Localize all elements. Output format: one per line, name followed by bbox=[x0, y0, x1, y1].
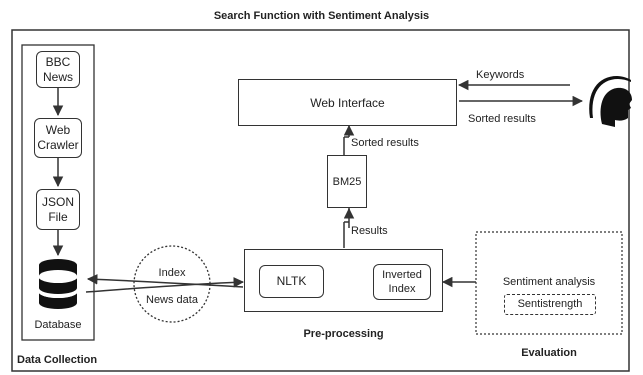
evaluation-panel bbox=[475, 231, 623, 335]
nltk-node: NLTK bbox=[259, 265, 324, 298]
data-collection-panel bbox=[21, 44, 95, 341]
web-interface-node: Web Interface bbox=[238, 79, 457, 126]
news-data-label: News data bbox=[146, 294, 198, 306]
database-icon bbox=[38, 259, 78, 309]
bm25-node: BM25 bbox=[327, 155, 367, 208]
sentiment-analysis-label: Sentiment analysis bbox=[502, 276, 596, 288]
index-label: Index bbox=[158, 267, 186, 279]
sorted-results-right-label: Sorted results bbox=[468, 113, 536, 125]
database-label: Database bbox=[34, 319, 82, 331]
preprocessing-caption: Pre-processing bbox=[303, 328, 384, 340]
sorted-results-up-label: Sorted results bbox=[351, 137, 419, 149]
keywords-label: Keywords bbox=[476, 69, 525, 81]
arrow-db-to-preprocessing bbox=[85, 277, 245, 293]
data-collection-caption: Data Collection bbox=[17, 354, 98, 366]
sentistrength-node: Sentistrength bbox=[504, 294, 596, 315]
results-label: Results bbox=[351, 225, 388, 237]
user-head-icon bbox=[589, 76, 632, 127]
web-crawler-node: Web Crawler bbox=[34, 118, 82, 158]
json-file-node: JSON File bbox=[36, 189, 80, 230]
evaluation-caption: Evaluation bbox=[521, 347, 577, 359]
bbc-news-node: BBC News bbox=[36, 51, 80, 88]
outer-frame bbox=[11, 29, 630, 372]
inverted-index-node: Inverted Index bbox=[373, 264, 431, 300]
diagram-title: Search Function with Sentiment Analysis bbox=[213, 10, 430, 22]
arrow-preprocessing-to-db bbox=[86, 274, 244, 288]
